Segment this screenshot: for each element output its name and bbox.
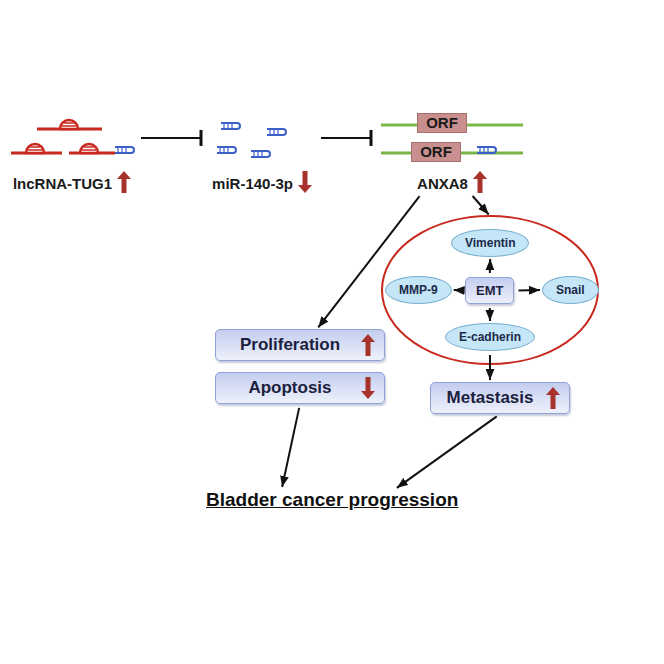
arrow-connector <box>473 196 489 214</box>
process-box: EMT <box>465 277 514 304</box>
mirna-tick <box>269 129 270 135</box>
node-label: miR-140-3p <box>212 175 293 192</box>
increase-arrow <box>361 334 375 356</box>
node-label: E-cadherin <box>459 330 521 344</box>
node-label: MMP-9 <box>399 283 438 297</box>
mirna-tick <box>227 123 228 129</box>
node-label: Vimentin <box>465 236 515 250</box>
molecule-illustration <box>7 107 137 171</box>
mirna-symbol <box>115 147 134 153</box>
inhibition-connector <box>141 137 201 139</box>
arrow-connector <box>282 408 299 487</box>
inhibition-connector <box>321 137 371 139</box>
process-box: Metastasis <box>430 382 570 414</box>
orf-box: ORF <box>417 113 467 133</box>
hairpin-stripe <box>82 149 96 151</box>
decrease-arrow <box>298 171 312 193</box>
rna-hairpin <box>26 144 44 153</box>
node-label: ANXA8 <box>417 175 468 192</box>
marker-oval: Snail <box>542 276 599 304</box>
node-label: lncRNA-TUG1 <box>13 175 112 192</box>
mirna-symbol <box>477 147 496 153</box>
mirna-tick <box>483 147 484 153</box>
hairpin-stripe <box>62 125 76 127</box>
arrow-connector <box>397 416 497 488</box>
arrow-connector <box>489 259 491 273</box>
mirna-tick <box>121 147 122 153</box>
hairpin-stripe <box>28 149 42 151</box>
mirna-tick <box>487 147 488 153</box>
node-label: Bladder cancer progression <box>206 489 458 510</box>
mirna-tick <box>117 147 118 153</box>
mirna-tick <box>479 147 480 153</box>
mirna-symbol <box>267 129 286 135</box>
process-box: Apoptosis <box>215 372 385 404</box>
mirna-tick <box>253 151 254 157</box>
orf-label: ORF <box>420 143 452 160</box>
node-label: Snail <box>556 283 585 297</box>
mirna-tick <box>231 123 232 129</box>
mirna-node: miR-140-3p <box>207 107 317 193</box>
node-label: Metastasis <box>447 388 534 407</box>
node-label: Proliferation <box>240 335 340 354</box>
process-box: Proliferation <box>215 329 385 361</box>
arrow-connector <box>454 289 461 291</box>
mirna-tick <box>125 147 126 153</box>
arrow-connector <box>518 289 540 291</box>
emt-region-ellipse <box>382 216 598 364</box>
mirna-tick <box>227 147 228 153</box>
mirna-symbol <box>217 147 236 153</box>
node-label: Apoptosis <box>248 378 331 397</box>
lncrna-node: lncRNA-TUG1 <box>7 107 137 193</box>
increase-arrow <box>546 387 560 409</box>
rna-hairpin <box>80 144 98 153</box>
mirna-tick <box>261 151 262 157</box>
orf-box: ORF <box>411 142 461 162</box>
mirna-symbol <box>221 123 240 129</box>
hairpin-stripe <box>30 146 40 148</box>
mirna-tick <box>219 147 220 153</box>
hairpin-stripe <box>64 122 74 124</box>
mirna-tick <box>223 123 224 129</box>
marker-oval: MMP-9 <box>385 276 452 304</box>
node-label: EMT <box>476 283 503 298</box>
marker-oval: E-cadherin <box>445 323 535 351</box>
decrease-arrow <box>361 377 375 399</box>
arrow-connector <box>318 196 419 327</box>
orf-label: ORF <box>426 114 458 131</box>
rna-hairpin <box>60 120 78 129</box>
arrow-connector <box>489 355 491 380</box>
mirna-symbol <box>251 151 270 157</box>
mirna-tick <box>277 129 278 135</box>
marker-oval: Vimentin <box>451 229 529 257</box>
mirna-tick <box>257 151 258 157</box>
increase-arrow <box>117 171 131 193</box>
increase-arrow <box>473 171 487 193</box>
mirna-tick <box>273 129 274 135</box>
hairpin-stripe <box>84 146 94 148</box>
mirna-tick <box>223 147 224 153</box>
gene-node: ANXA8 ORF ORF <box>377 107 527 193</box>
arrow-connector <box>489 308 491 321</box>
outcome-title: Bladder cancer progression <box>206 489 458 511</box>
molecule-illustration <box>207 107 317 171</box>
